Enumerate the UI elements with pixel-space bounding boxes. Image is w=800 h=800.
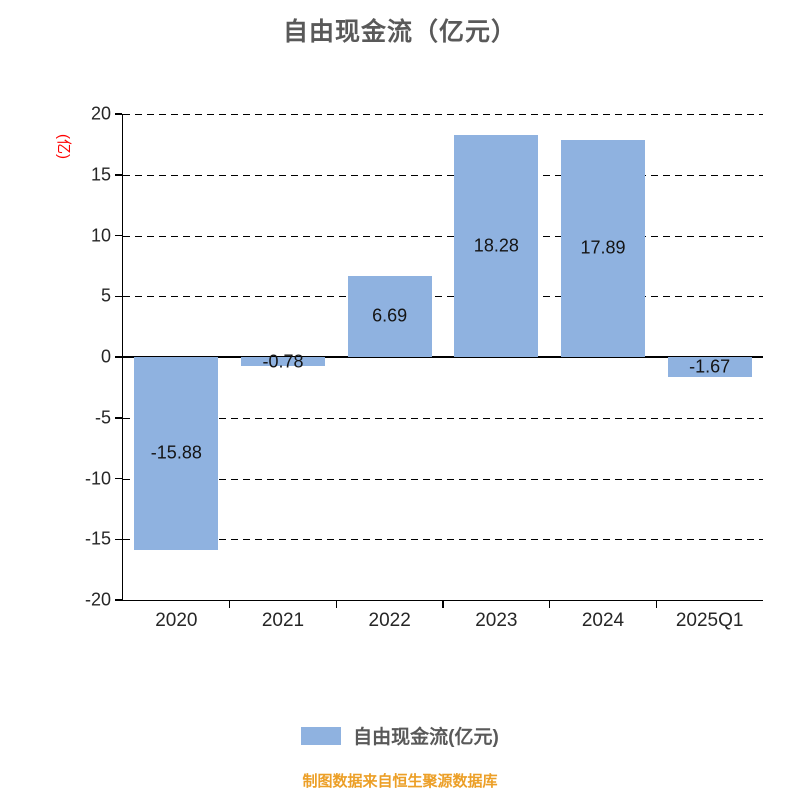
gridline xyxy=(123,174,763,176)
legend-swatch xyxy=(301,726,342,745)
x-tick-label: 2024 xyxy=(581,610,625,631)
gridline xyxy=(123,478,763,480)
gridline xyxy=(123,417,763,419)
x-axis-tick xyxy=(655,601,658,608)
bar-value-label: 6.69 xyxy=(372,305,408,326)
y-tick-label: 0 xyxy=(100,346,111,367)
gridline xyxy=(123,539,763,541)
y-tick-label: 10 xyxy=(90,225,111,245)
bar xyxy=(667,357,752,378)
y-tick-label: -15 xyxy=(84,528,111,549)
bar xyxy=(561,139,645,357)
zero-axis-line xyxy=(123,356,763,358)
legend: 自由现金流(亿元) xyxy=(0,722,800,749)
bar xyxy=(347,275,432,357)
y-tick-label: 5 xyxy=(100,285,111,306)
x-axis-tick xyxy=(228,601,231,608)
y-axis-tick xyxy=(115,174,122,176)
y-tick-label: 15 xyxy=(90,164,111,185)
legend-label: 自由现金流(亿元) xyxy=(353,727,499,748)
y-axis-tick xyxy=(115,599,122,601)
bar-value-label: 17.89 xyxy=(580,237,626,258)
x-axis-tick xyxy=(442,601,444,608)
x-tick-label: 2022 xyxy=(368,610,411,631)
bar-value-label: 18.28 xyxy=(473,235,519,256)
bar-value-label: -1.67 xyxy=(689,356,731,377)
plot-area: 20 15 10 5 0 -5 -10 -15 -20 -15.88 2020 -0.78 2021 6.… xyxy=(85,104,763,631)
gridline xyxy=(123,114,763,115)
y-tick-label: 20 xyxy=(90,103,111,124)
y-axis-tick xyxy=(115,477,122,480)
gridline xyxy=(123,296,763,298)
y-tick-label: -10 xyxy=(84,468,111,488)
bar xyxy=(241,357,325,367)
x-axis-tick xyxy=(548,601,551,608)
y-axis-tick xyxy=(115,417,122,419)
y-tick-label: -20 xyxy=(84,589,111,610)
x-tick-label: 2023 xyxy=(475,610,518,631)
y-axis-tick xyxy=(115,356,122,358)
x-axis-tick xyxy=(335,601,338,608)
page-title: 自由现金流（亿元） xyxy=(282,18,517,46)
bar xyxy=(454,134,539,357)
y-axis-tick xyxy=(115,234,122,237)
y-axis-tick xyxy=(115,538,122,540)
bar-value-label: -0.78 xyxy=(262,351,304,372)
footer-note: 制图数据来自恒生聚源数据库 xyxy=(302,773,498,790)
x-tick-label: 2020 xyxy=(155,610,198,631)
y-axis-tick xyxy=(115,295,122,297)
y-tick-label: -5 xyxy=(94,407,111,428)
x-tick-label: 2025Q1 xyxy=(675,610,744,631)
y-axis-unit-label: (亿) xyxy=(55,134,72,159)
bar xyxy=(134,357,219,550)
gridline xyxy=(123,235,763,237)
bar-value-label: -15.88 xyxy=(150,442,202,463)
y-axis-tick xyxy=(115,113,122,115)
x-tick-label: 2021 xyxy=(261,610,305,631)
